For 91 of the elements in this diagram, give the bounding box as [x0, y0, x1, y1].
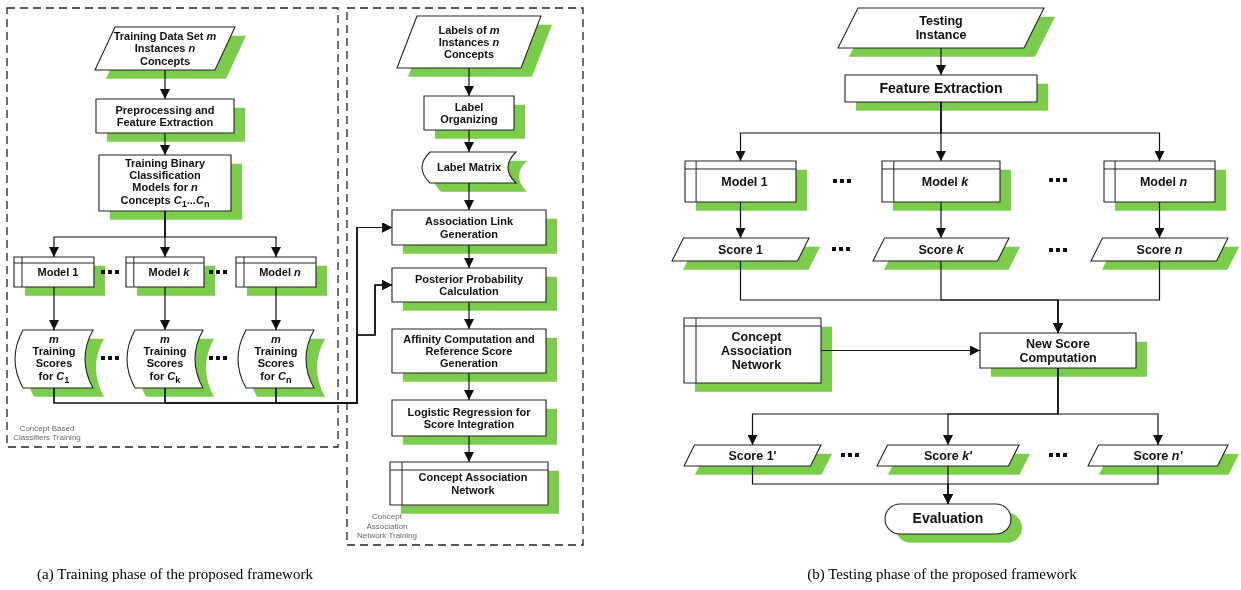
arrow — [1154, 201, 1165, 239]
node-label: Training Binary Classification Models for n Concepts C$_{1}$...C$_{n}$ — [119, 156, 211, 210]
data-parallelogram — [397, 16, 541, 68]
process-box — [424, 96, 514, 130]
node-label: Score 1 — [716, 242, 765, 257]
arrow — [464, 372, 474, 401]
predefined-process-box — [685, 161, 796, 202]
arrow — [735, 201, 746, 239]
arrow — [160, 69, 170, 100]
predefined-process-box — [684, 318, 821, 383]
data-parallelogram — [838, 8, 1044, 48]
node-label: Preprocessing and Feature Extraction — [114, 103, 216, 129]
node-label: Model n — [258, 265, 302, 279]
data-parallelogram — [873, 238, 1009, 261]
group-title: Concept Based Classifiers Training — [12, 423, 82, 443]
data-parallelogram — [95, 27, 235, 70]
process-box — [96, 99, 234, 133]
predefined-process-box — [126, 257, 204, 287]
terminator-pill — [885, 504, 1011, 534]
node-label: Testing Instance — [914, 14, 968, 42]
process-box — [392, 210, 546, 245]
arrow — [464, 301, 474, 330]
node-label: Score k — [917, 242, 965, 257]
arrow — [160, 286, 170, 331]
process-box — [392, 329, 546, 373]
stored-data-shape — [127, 330, 203, 388]
arrow — [464, 244, 474, 269]
node-label: m Training Scores for C$_{k}$ — [142, 332, 188, 386]
dashed-group-frame — [7, 8, 338, 447]
arrow — [1057, 367, 1163, 446]
data-parallelogram — [684, 445, 821, 466]
node-label: Posterior Probability Calculation — [413, 272, 525, 298]
node-label: Model 1 — [720, 174, 769, 189]
arrow — [464, 129, 474, 153]
node-label: m Training Scores for C$_{n}$ — [253, 332, 299, 386]
figure-caption: (b) Testing phase of the proposed framework — [807, 566, 1077, 583]
arrow — [464, 435, 474, 463]
node-label: Score n' — [1132, 448, 1184, 463]
node-label: Label Organizing — [439, 100, 499, 126]
arrow — [464, 67, 474, 97]
arrow — [820, 345, 981, 356]
arrow — [940, 101, 1165, 162]
arrow — [164, 210, 281, 258]
node-label: Label Matrix — [435, 161, 503, 174]
arrow — [943, 465, 1159, 505]
arrow — [936, 47, 946, 76]
node-label: Evaluation — [911, 511, 985, 527]
predefined-process-box — [1104, 161, 1215, 202]
node-label: Model k — [920, 174, 970, 189]
stored-data-shape — [422, 152, 516, 183]
node-label: Score k' — [922, 448, 974, 463]
node-label: Score n — [1135, 242, 1184, 257]
dashed-group-frame — [347, 8, 583, 545]
process-box — [845, 75, 1037, 102]
arrow — [49, 286, 59, 331]
process-box — [392, 400, 546, 436]
group-title: Concept Association Network Training — [356, 512, 418, 541]
predefined-process-box — [236, 257, 316, 287]
arrow — [275, 280, 393, 404]
node-label: Logistic Regression for Score Integration — [406, 405, 532, 431]
data-parallelogram — [672, 238, 809, 261]
predefined-process-box — [882, 161, 1000, 202]
process-box — [99, 155, 231, 211]
node-label: Model 1 — [36, 265, 80, 279]
arrow — [1053, 260, 1161, 334]
node-label: m Training Scores for C$_{1}$ — [31, 332, 77, 386]
node-label: Concept Association Network — [720, 329, 793, 372]
arrow — [936, 201, 946, 239]
predefined-process-box — [390, 462, 548, 505]
stored-data-shape — [15, 330, 93, 388]
data-parallelogram — [1091, 238, 1228, 261]
node-label: Labels of m Instances n Concepts — [437, 23, 501, 61]
node-label: Association Link Generation — [424, 215, 514, 240]
node-label: Model k — [147, 265, 191, 279]
arrow — [271, 286, 281, 331]
arrow — [160, 132, 170, 156]
node-label: Score 1' — [727, 448, 778, 463]
node-label: Model n — [1138, 174, 1189, 189]
node-label: Training Data Set m Instances n Concepts — [112, 30, 218, 67]
arrow — [464, 182, 474, 211]
node-label: Concept Association Network — [417, 471, 529, 496]
node-label: New Score Computation — [1018, 336, 1098, 365]
data-parallelogram — [1088, 445, 1228, 466]
data-parallelogram — [877, 445, 1019, 466]
node-label: Affinity Computation and Reference Score Generation — [403, 332, 535, 370]
predefined-process-box — [14, 257, 94, 287]
process-box — [392, 268, 546, 302]
stored-data-shape — [238, 330, 314, 388]
figure-caption: (a) Training phase of the proposed framework — [37, 566, 313, 583]
process-box — [980, 333, 1136, 368]
node-label: Feature Extraction — [878, 80, 1004, 97]
